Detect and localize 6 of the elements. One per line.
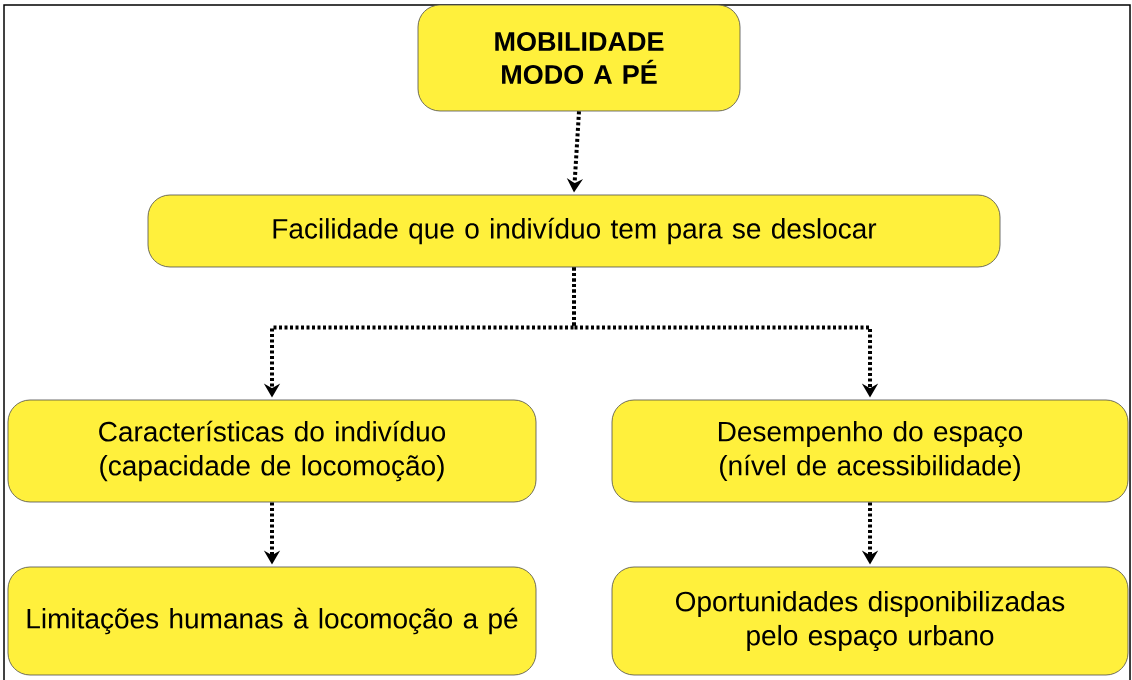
- text-box: Desempenho do espaço (nível de acessibilidade): [611, 399, 1129, 503]
- text-box: MOBILIDADE MODO A PÉ: [417, 4, 741, 112]
- text-box: Oportunidades disponibilizadas pelo espaço urbano: [611, 566, 1129, 676]
- text-box: Limitações humanas à locomoção a pé: [7, 566, 537, 676]
- text-box: Características do indivíduo (capacidade de locomoção): [7, 399, 537, 503]
- text-box: Facilidade que o indivíduo tem para se deslocar: [147, 194, 1001, 268]
